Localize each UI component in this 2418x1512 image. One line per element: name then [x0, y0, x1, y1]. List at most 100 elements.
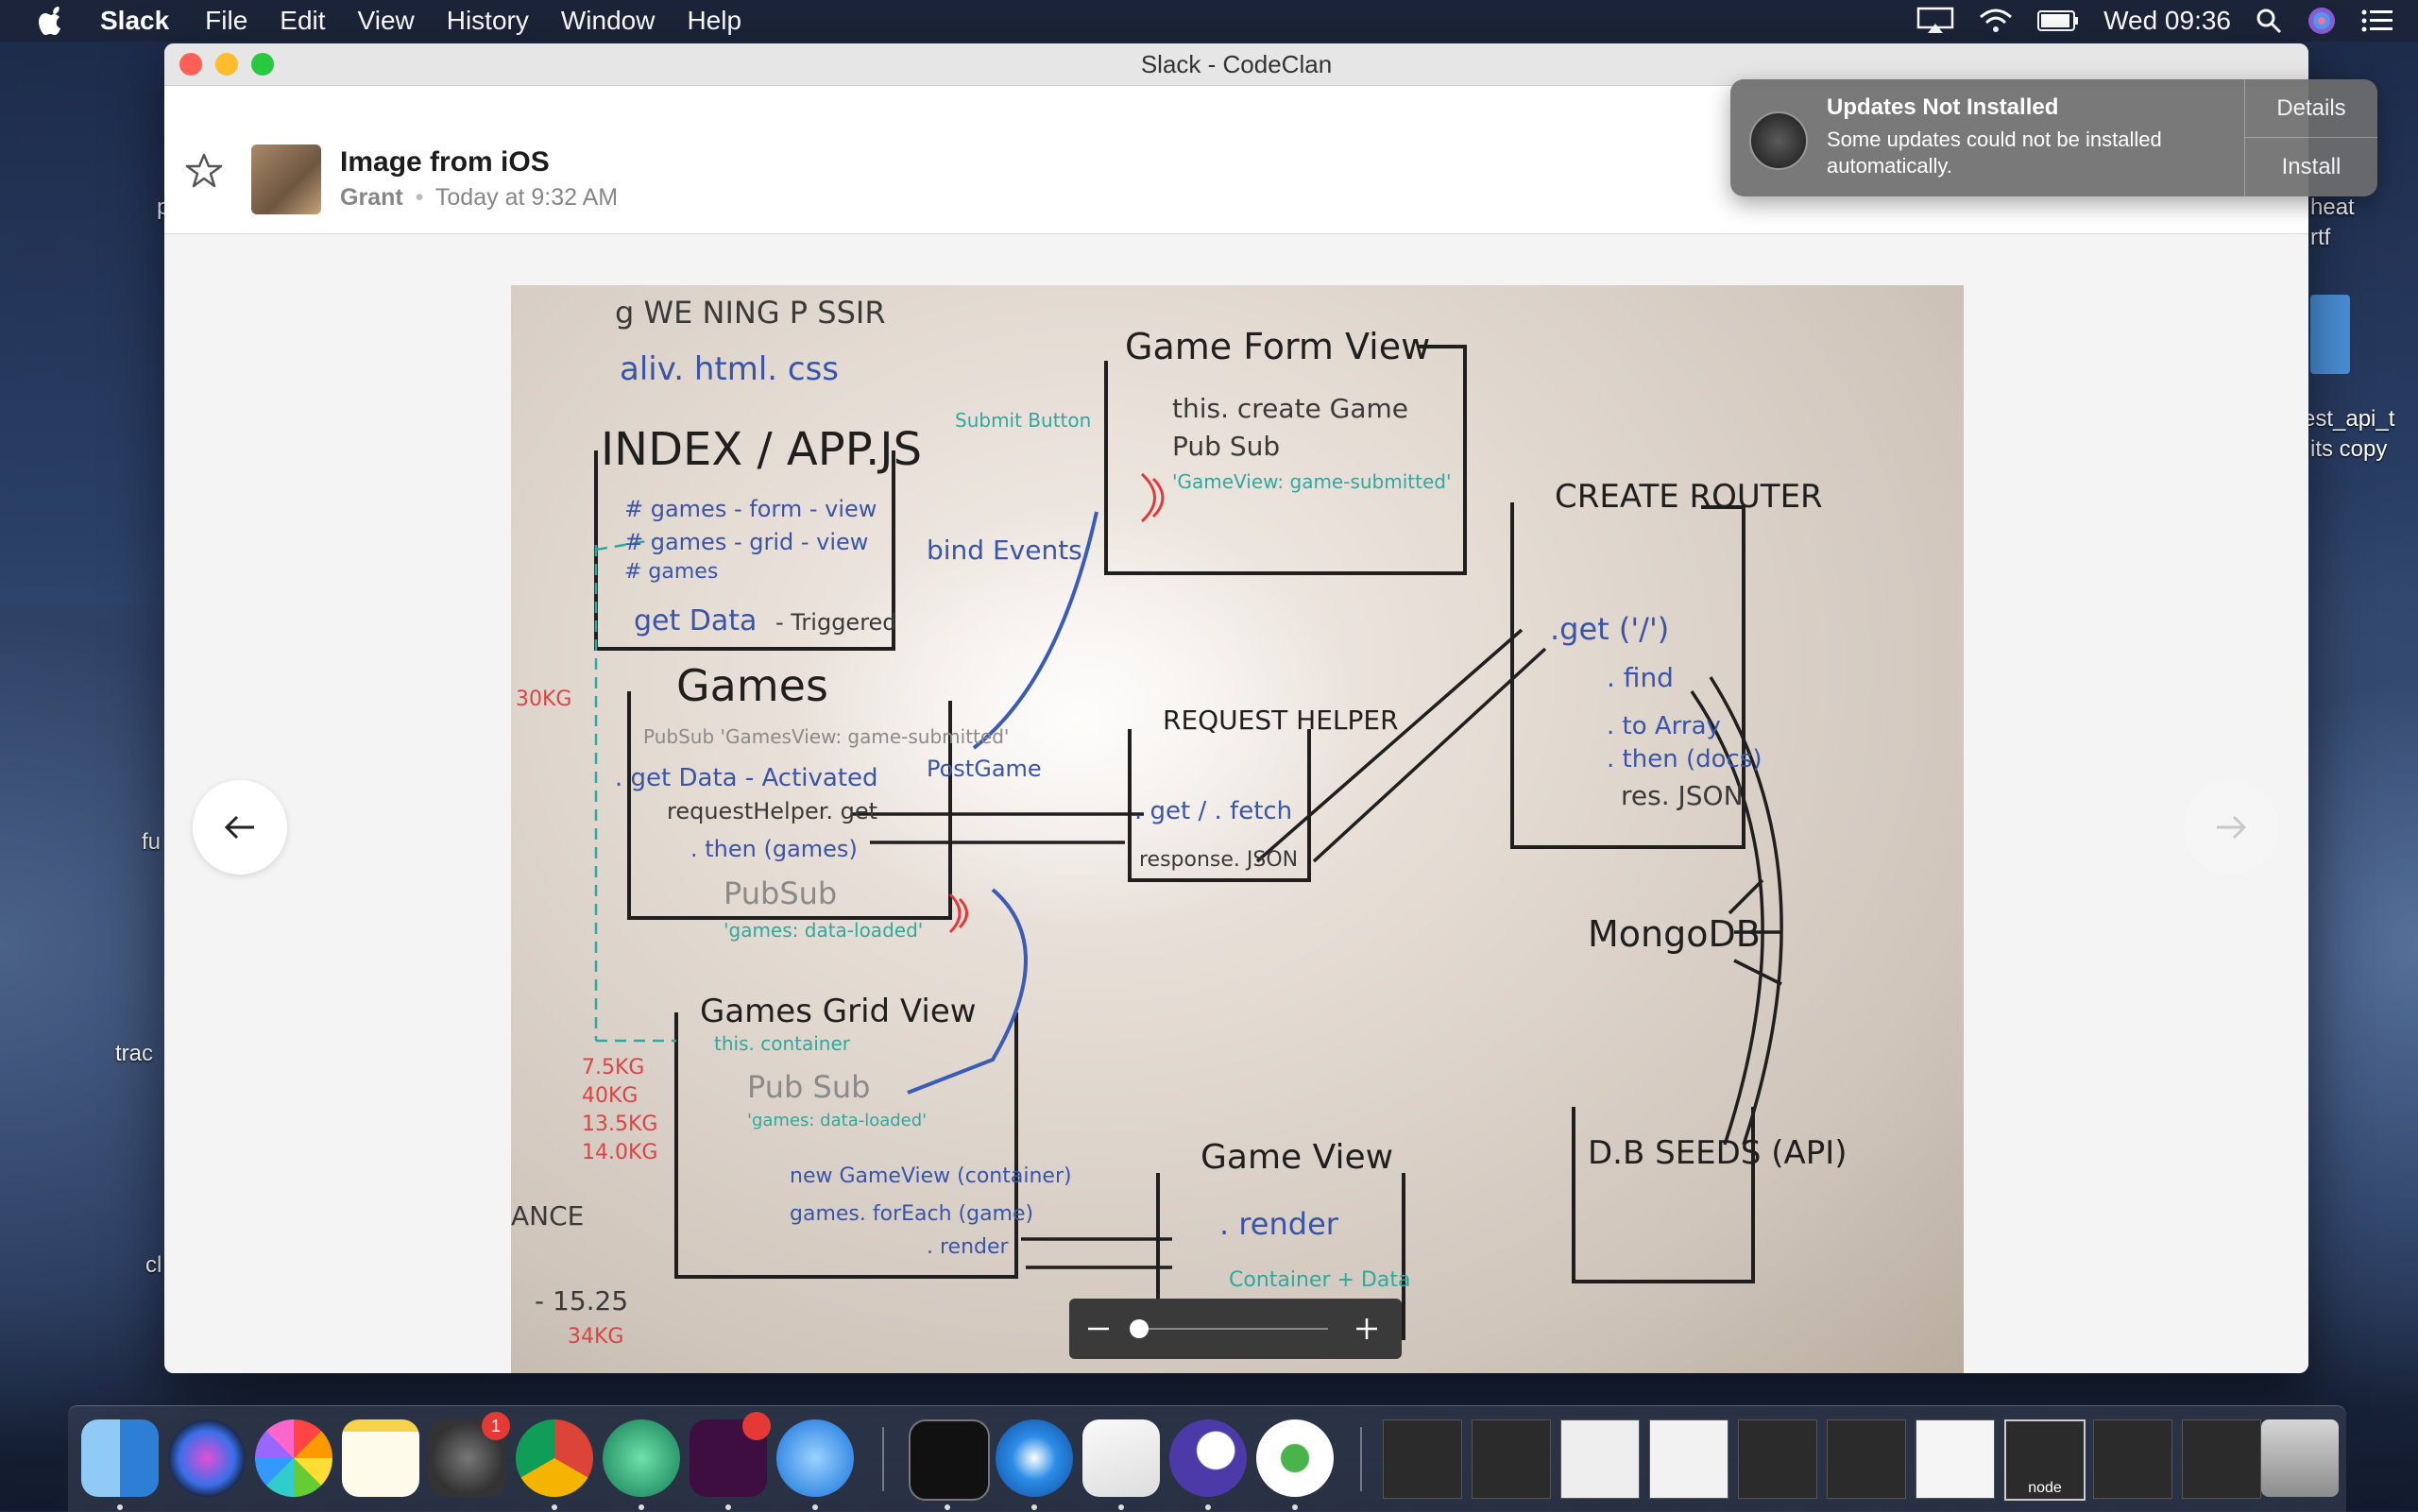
whiteboard-text: # games - grid - view — [624, 529, 868, 555]
siri-app-icon[interactable] — [168, 1419, 246, 1497]
whiteboard-text: 34KG — [568, 1325, 623, 1349]
whiteboard-text: 'games: data-loaded' — [724, 919, 923, 942]
whiteboard-text: Pub Sub — [747, 1069, 870, 1105]
image-thumbnail[interactable] — [251, 144, 321, 214]
whiteboard-text: g WE NING P SSIR — [615, 295, 886, 331]
running-indicator — [1118, 1504, 1124, 1510]
notification-center-icon[interactable] — [2361, 8, 2393, 33]
menubar-status-area: Wed 09:36 — [1916, 0, 2393, 42]
eclipse-icon[interactable] — [1169, 1419, 1247, 1497]
whiteboard-text: . get Data - Activated — [615, 764, 878, 792]
chrome-icon[interactable] — [516, 1419, 593, 1497]
zoom-slider-handle[interactable] — [1130, 1319, 1149, 1338]
airplay-icon[interactable] — [1916, 7, 1954, 35]
trash-icon[interactable] — [2261, 1419, 2339, 1497]
siri-icon[interactable] — [2307, 6, 2337, 36]
running-indicator — [812, 1504, 818, 1510]
minimized-window[interactable] — [1649, 1419, 1728, 1499]
desktop-file-label[interactable]: its copy — [2310, 436, 2388, 462]
minimized-window[interactable] — [1383, 1419, 1462, 1499]
desktop-file-label[interactable]: fu — [142, 829, 162, 855]
minimized-window[interactable] — [1560, 1419, 1640, 1499]
image-title: Image from iOS — [340, 146, 550, 178]
atom-icon[interactable] — [603, 1419, 680, 1497]
whiteboard-text: aliv. html. css — [620, 350, 839, 388]
running-indicator — [945, 1504, 950, 1510]
previous-image-button[interactable] — [193, 780, 287, 875]
desktop-file-label[interactable]: est_api_t — [2303, 406, 2395, 432]
minimized-window[interactable] — [2093, 1419, 2172, 1499]
menu-window[interactable]: Window — [560, 6, 656, 35]
whiteboard-text: 7.5KG — [582, 1056, 644, 1079]
whiteboard-text: Games — [676, 660, 828, 711]
whiteboard-text: CREATE ROUTER — [1555, 478, 1823, 516]
menubar-clock[interactable]: Wed 09:36 — [2103, 6, 2231, 35]
photos-icon[interactable] — [255, 1419, 332, 1497]
system-preferences-badge: 1 — [482, 1412, 510, 1440]
minimized-window[interactable] — [1916, 1419, 1995, 1499]
finder-icon[interactable] — [81, 1419, 159, 1497]
message-author[interactable]: Grant — [340, 184, 403, 211]
star-icon[interactable] — [185, 152, 223, 190]
running-indicator — [117, 1504, 123, 1510]
menu-help[interactable]: Help — [687, 6, 742, 35]
menu-view[interactable]: View — [357, 6, 415, 35]
menu-app-name[interactable]: Slack — [100, 6, 170, 35]
menu-edit[interactable]: Edit — [280, 6, 326, 35]
minimized-window[interactable] — [1738, 1419, 1817, 1499]
desktop-file-label[interactable]: rtf — [2310, 225, 2331, 250]
spotlight-search-icon[interactable] — [2256, 8, 2282, 34]
desktop-file-label[interactable]: trac — [115, 1041, 154, 1066]
whiteboard-text: Game View — [1200, 1138, 1393, 1177]
whiteboard-text: games. forEach (game) — [790, 1202, 1033, 1226]
details-button[interactable]: Details — [2276, 95, 2346, 121]
running-indicator — [552, 1504, 557, 1510]
whiteboard-text: Container + Data — [1229, 1268, 1410, 1292]
menu-file[interactable]: File — [205, 6, 248, 35]
whiteboard-text: REQUEST HELPER — [1163, 705, 1399, 736]
whiteboard-text: PubSub — [724, 875, 837, 911]
minimized-window-node[interactable]: node — [2004, 1419, 2086, 1501]
mongodb-compass-icon[interactable] — [1256, 1419, 1334, 1497]
zoom-window-button[interactable] — [251, 53, 274, 76]
whiteboard-text: # games — [624, 560, 718, 584]
whiteboard-text: bind Events — [927, 535, 1082, 566]
whiteboard-text: . render — [1219, 1206, 1339, 1242]
whiteboard-text: PubSub 'GamesView: game-submitted' — [643, 725, 1009, 748]
menu-history[interactable]: History — [446, 6, 529, 35]
whiteboard-text: get Data — [634, 604, 757, 637]
zoom-slider-track[interactable] — [1143, 1328, 1328, 1330]
minimize-window-button[interactable] — [215, 53, 238, 76]
slack-window: Slack - CodeClan Image from iOS Grant • … — [164, 43, 2308, 1373]
minimized-window[interactable] — [1472, 1419, 1551, 1499]
notes-icon[interactable] — [342, 1419, 419, 1497]
notification-actions: Details Install — [2244, 79, 2377, 196]
minimized-window[interactable] — [1827, 1419, 1906, 1499]
zoom-out-icon[interactable] — [1086, 1317, 1111, 1340]
window-titlebar[interactable]: Slack - CodeClan — [164, 43, 2308, 86]
zoom-in-icon[interactable] — [1354, 1317, 1379, 1340]
whiteboard-text: Submit Button — [955, 409, 1091, 432]
whiteboard-text: requestHelper. get — [667, 798, 877, 824]
desktop-file-label[interactable]: cl — [145, 1252, 162, 1278]
next-image-button[interactable] — [2184, 780, 2278, 875]
tableplus-icon[interactable] — [776, 1419, 854, 1497]
apple-icon[interactable] — [38, 5, 66, 37]
running-indicator — [725, 1504, 731, 1510]
desktop-folder-icon[interactable] — [2310, 295, 2350, 374]
message-timestamp[interactable]: Today at 9:32 AM — [434, 184, 619, 211]
textedit-icon[interactable] — [1082, 1419, 1160, 1497]
desktop-file-label[interactable]: heat — [2310, 195, 2355, 220]
arrow-left-icon — [224, 815, 254, 840]
terminal-icon[interactable] — [909, 1419, 990, 1501]
whiteboard-text: Pub Sub — [1172, 431, 1280, 462]
minimized-window-label: node — [2028, 1480, 2062, 1496]
update-notification[interactable]: Updates Not Installed Some updates could… — [1730, 79, 2377, 196]
close-window-button[interactable] — [179, 53, 202, 76]
safari-icon[interactable] — [996, 1419, 1073, 1497]
battery-icon[interactable] — [2037, 9, 2079, 32]
install-button[interactable]: Install — [2245, 137, 2377, 195]
wifi-icon[interactable] — [1979, 8, 2013, 34]
running-indicator — [1205, 1504, 1211, 1510]
minimized-window[interactable] — [2182, 1419, 2261, 1499]
